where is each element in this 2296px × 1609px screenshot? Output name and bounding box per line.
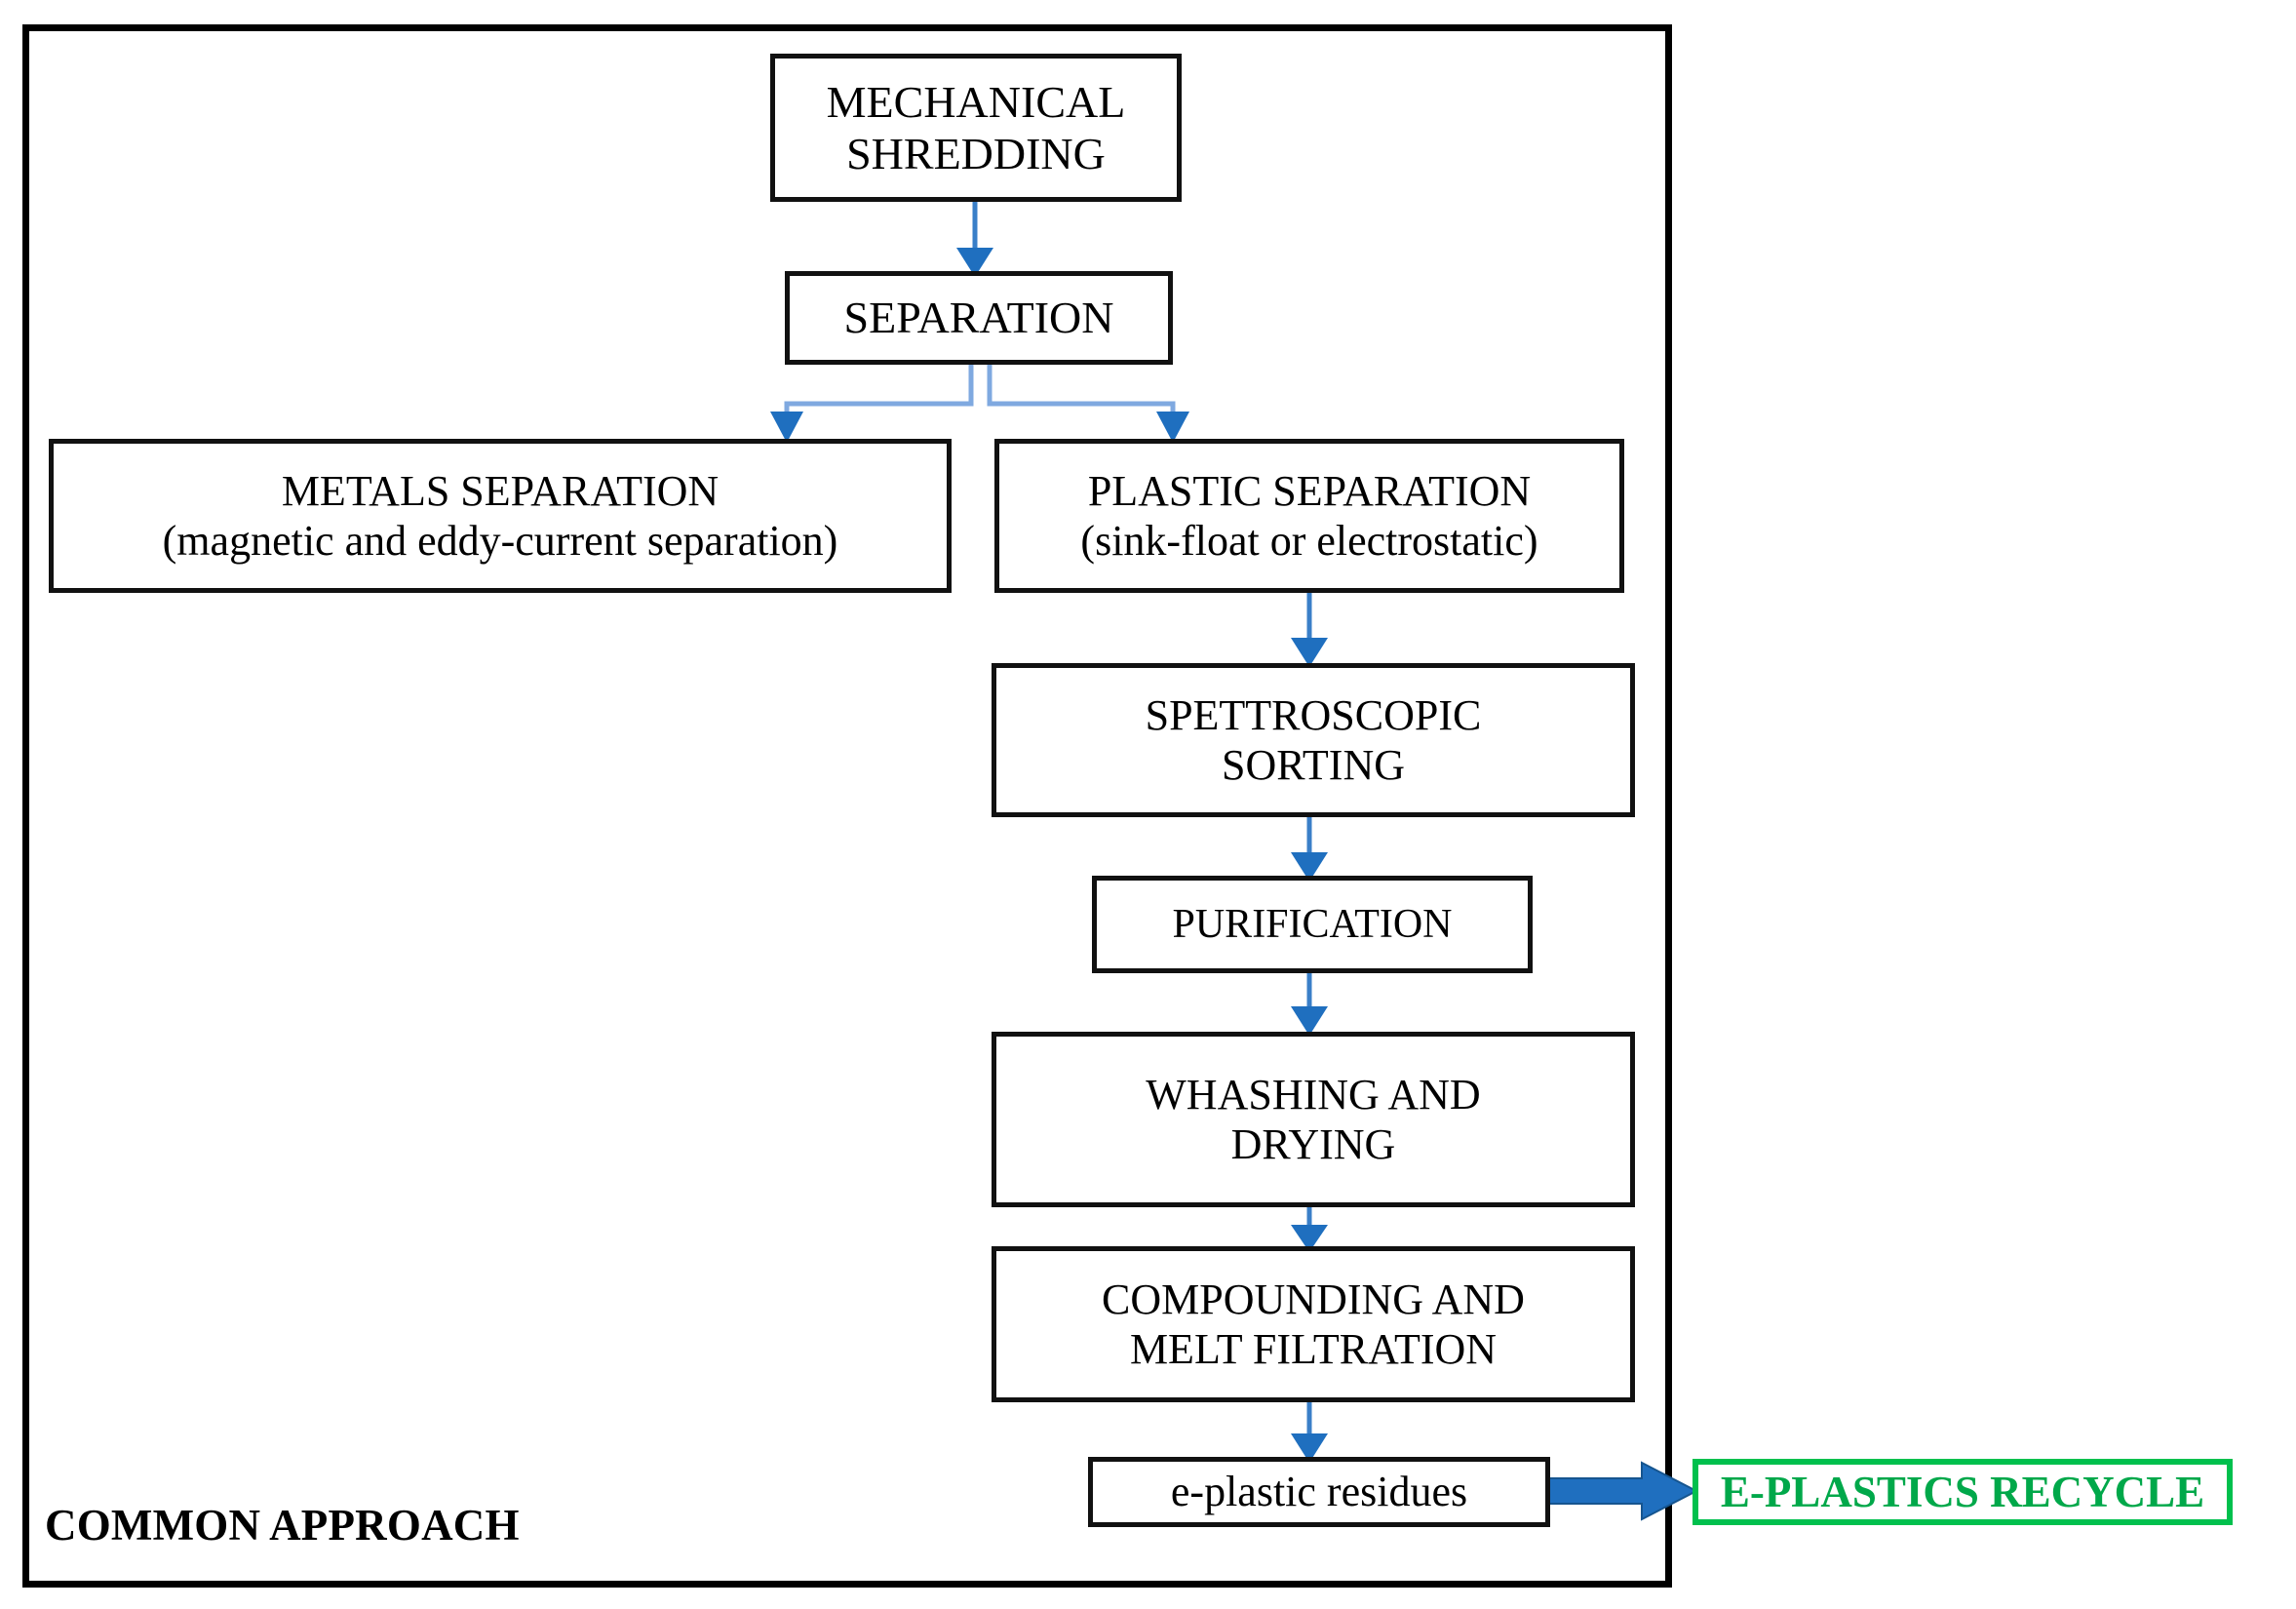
node-label: E-PLASTICS RECYCLE: [1720, 1468, 2205, 1516]
node-spettroscopic-sorting[interactable]: SPETTROSCOPIC SORTING: [992, 663, 1635, 817]
node-label: MECHANICAL SHREDDING: [826, 76, 1126, 178]
common-approach-caption: COMMON APPROACH: [45, 1501, 520, 1550]
node-e-plastics-recycle[interactable]: E-PLASTICS RECYCLE: [1693, 1459, 2233, 1525]
node-label: PURIFICATION: [1172, 901, 1453, 947]
node-label: PLASTIC SEPARATION (sink-float or electr…: [1080, 466, 1538, 565]
node-label: WHASHING AND DRYING: [1146, 1070, 1481, 1168]
node-whashing-and-drying[interactable]: WHASHING AND DRYING: [992, 1032, 1635, 1207]
node-label: COMPOUNDING AND MELT FILTRATION: [1102, 1275, 1525, 1373]
node-label: SPETTROSCOPIC SORTING: [1145, 690, 1482, 789]
node-plastic-separation[interactable]: PLASTIC SEPARATION (sink-float or electr…: [994, 439, 1624, 593]
node-label: e-plastic residues: [1170, 1468, 1468, 1516]
node-label: METALS SEPARATION (magnetic and eddy-cur…: [162, 466, 838, 565]
node-purification[interactable]: PURIFICATION: [1092, 876, 1533, 973]
node-label: SEPARATION: [843, 293, 1114, 343]
node-metals-separation[interactable]: METALS SEPARATION (magnetic and eddy-cur…: [49, 439, 952, 593]
node-e-plastic-residues[interactable]: e-plastic residues: [1088, 1457, 1550, 1527]
node-mechanical-shredding[interactable]: MECHANICAL SHREDDING: [770, 54, 1182, 202]
node-separation[interactable]: SEPARATION: [785, 271, 1173, 365]
node-compounding-melt-filtration[interactable]: COMPOUNDING AND MELT FILTRATION: [992, 1246, 1635, 1402]
